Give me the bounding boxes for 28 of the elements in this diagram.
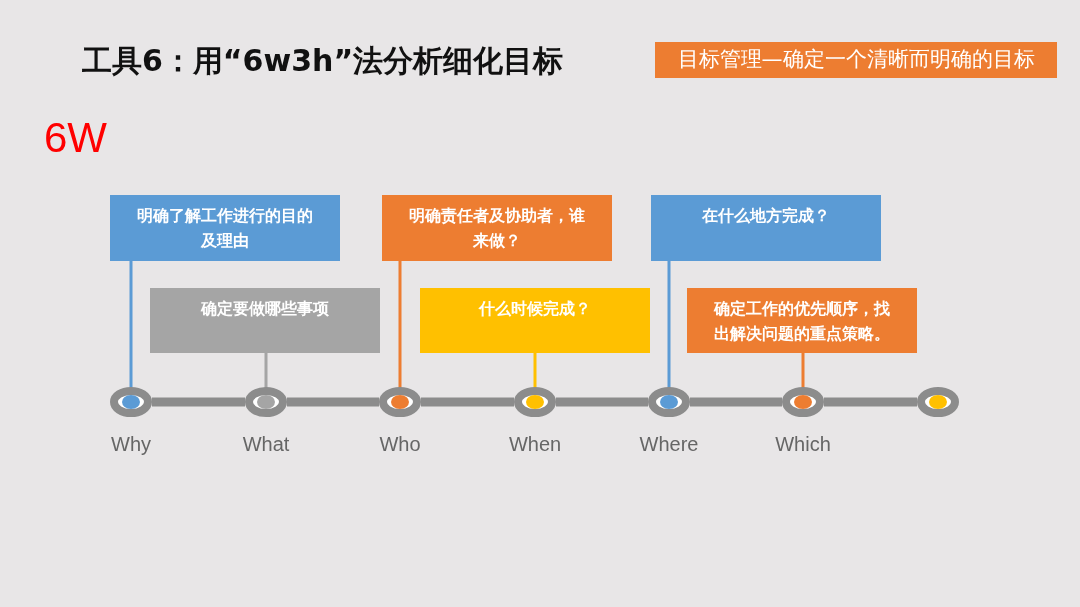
callout-box: 什么时候完成？ [420,288,650,353]
timeline-line [287,397,379,407]
timeline-line [556,397,648,407]
timeline-label: Where [638,432,700,457]
timeline-ring [648,387,690,417]
section-heading: 6W [44,113,107,163]
callout-box: 确定工作的优先顺序，找出解决问题的重点策略。 [687,288,917,353]
callout-box: 确定要做哪些事项 [150,288,380,353]
timeline-line [152,397,245,407]
timeline-line [690,397,782,407]
timeline-ring [782,387,824,417]
timeline-label: What [241,432,291,457]
timeline-ring [110,387,152,417]
timeline-ring [917,387,959,417]
callout-box: 明确了解工作进行的目的及理由 [110,195,340,261]
timeline-label: Why [110,432,152,457]
slide-title: 工具6：用“6w3h”法分析细化目标 [82,42,564,80]
tag-banner: 目标管理—确定一个清晰而明确的目标 [655,42,1057,78]
timeline-ring [379,387,421,417]
timeline-label: When [507,432,563,457]
timeline-label: Which [774,432,832,457]
timeline-label: Who [378,432,422,457]
timeline-ring [245,387,287,417]
callout-box: 明确责任者及协助者，谁来做？ [382,195,612,261]
timeline-line [421,397,514,407]
timeline-line [824,397,917,407]
callout-box: 在什么地方完成？ [651,195,881,261]
timeline-ring [514,387,556,417]
